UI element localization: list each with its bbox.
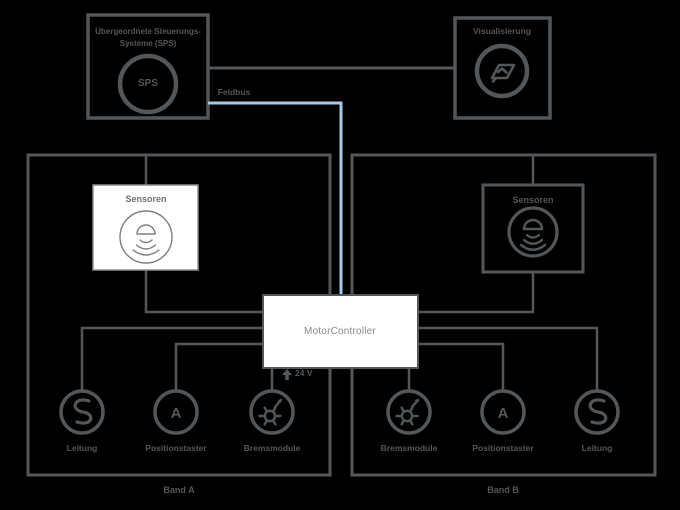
gear-drive-icon <box>395 398 420 426</box>
power-label-text: 24 V <box>295 368 313 378</box>
plc-badge-circle <box>117 53 179 115</box>
gear-drive-icon <box>258 398 283 426</box>
power-label: 24 V <box>281 368 313 378</box>
letter-a-icon: A <box>171 405 182 422</box>
sensor-waves-icon <box>132 224 160 256</box>
plc-title-line1: Übergeordnete Steuerungs- <box>95 27 201 36</box>
sensor-waves-icon <box>519 218 547 251</box>
letter-a-icon: A <box>498 405 509 422</box>
device-circle <box>574 389 620 435</box>
band-b-device3-line <box>418 326 599 391</box>
cable-coil-icon <box>588 398 608 425</box>
device-label: Leitung <box>581 443 613 453</box>
plc-badge-label: SPS <box>137 78 159 89</box>
sensor-box-a <box>92 184 199 271</box>
visualization-title: Visualisierung <box>473 26 531 36</box>
sensor-b-label: Sensoren <box>512 195 554 205</box>
sensor-b-circle <box>507 206 559 258</box>
device-label: Bremsmodule <box>243 443 301 453</box>
motor-controller-box <box>262 294 419 369</box>
fieldbus-label: Feldbus <box>217 87 251 97</box>
band-b-device2-line <box>418 342 505 391</box>
sensor-a-circle <box>119 210 173 264</box>
device-circle <box>480 389 526 435</box>
band-a-device1-line <box>80 326 263 391</box>
sensor-b-to-controller-line <box>418 272 535 314</box>
device-label: Positionstaster <box>145 443 207 453</box>
band-a-caption: Band A <box>163 485 195 495</box>
power-arrow-icon <box>281 369 292 380</box>
cable-coil-icon <box>73 398 93 425</box>
device-circle <box>153 389 199 435</box>
motor-controller-label: MotorController <box>304 326 376 337</box>
device-label: Positionstaster <box>472 443 534 453</box>
hmi-screen-icon <box>490 63 516 83</box>
visualization-circle <box>474 43 530 99</box>
sensor-a-to-controller-line <box>144 270 263 314</box>
device-label: Bremsmodule <box>380 443 438 453</box>
device-label: Leitung <box>66 443 98 453</box>
band-a-device2-line <box>174 342 263 391</box>
device-circle <box>249 389 295 435</box>
sensor-a-label: Sensoren <box>125 194 167 204</box>
band-b-caption: Band B <box>487 485 519 495</box>
plc-title-line2: Systeme (SPS) <box>119 39 177 48</box>
fieldbus-line <box>208 101 343 296</box>
device-circle <box>59 389 105 435</box>
device-circle <box>386 389 432 435</box>
